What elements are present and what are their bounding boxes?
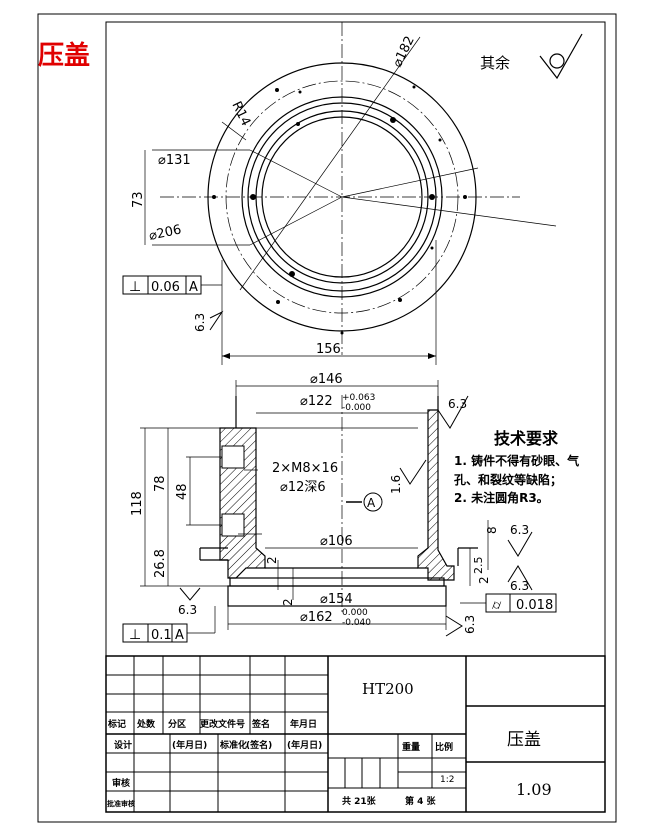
top-tolerance-frame xyxy=(122,275,222,295)
tech-req-title: 技术要求 xyxy=(494,429,559,448)
tech-req-line1: 1. 铸件不得有砂眼、气 xyxy=(454,453,579,468)
roughness-inner: 1.6 xyxy=(389,475,403,494)
tb-scale-label: 比例 xyxy=(435,741,453,753)
part-name-red: 压盖 xyxy=(38,40,90,71)
tb-rev-doc: 更改文件号 xyxy=(200,718,245,730)
top-tolerance-symbol: ⊥ xyxy=(129,279,141,295)
dim-d122-lower: -0.000 xyxy=(342,403,371,413)
dim-radius: R14 xyxy=(228,99,253,129)
tb-sheet-no: 第 4 张 xyxy=(405,795,437,807)
tech-req-line3: 2. 未注圆角R3。 xyxy=(454,490,549,505)
top-tolerance-value: 0.06 xyxy=(151,280,180,295)
tb-rev-sign: 签名 xyxy=(251,718,270,730)
dim-2c: 2 xyxy=(477,576,491,584)
dim-78: 78 xyxy=(153,475,168,492)
datum-a-label: A xyxy=(367,496,376,510)
section-tolerance-frame xyxy=(122,606,216,643)
top-roughness-label: 6.3 xyxy=(193,313,207,332)
top-tolerance-datum: A xyxy=(189,280,198,295)
tb-rev-zone: 分区 xyxy=(168,718,186,730)
top-view xyxy=(144,22,557,365)
section-tolerance-value: 0.1 xyxy=(151,628,172,643)
dim-bolt-circle: ⌀182 xyxy=(390,34,418,70)
dim-26-8: 26.8 xyxy=(153,549,168,578)
tb-standard-sign: (签名) xyxy=(246,739,272,751)
dim-d146: ⌀146 xyxy=(310,372,343,387)
dim-156: 156 xyxy=(316,342,341,357)
roughness-remainder-label: 其余 xyxy=(480,54,510,72)
dim-2a: 2 xyxy=(265,556,279,564)
section-roughness-symbols xyxy=(179,395,533,637)
dim-73: 73 xyxy=(131,191,146,208)
dim-2b: 2 xyxy=(281,598,295,606)
top-roughness-symbol xyxy=(209,310,224,331)
roughness-right-side: 6.3 xyxy=(463,615,477,634)
roughness-right-bottom: 6.3 xyxy=(510,579,529,593)
roughness-remainder-symbol xyxy=(539,33,583,80)
tb-scale-value: 1:2 xyxy=(440,775,454,785)
roughness-right-top: 6.3 xyxy=(510,523,529,537)
tb-total-sheets: 共 21张 xyxy=(342,795,377,807)
section-tolerance-datum: A xyxy=(175,628,184,643)
tb-approve: 批准审核 xyxy=(107,799,135,808)
tb-standard-date: (年月日) xyxy=(287,739,322,751)
dim-48: 48 xyxy=(175,483,190,500)
dim-counterbore: ⌀12深6 xyxy=(280,480,326,495)
tb-material: HT200 xyxy=(362,680,414,698)
dim-d162: ⌀162 xyxy=(300,610,333,625)
tb-part-name: 压盖 xyxy=(507,730,541,750)
outer-frame xyxy=(37,13,617,823)
dim-d162-upper: 0.000 xyxy=(342,608,368,618)
tb-rev-mark: 标记 xyxy=(107,718,126,730)
tech-req-line2: 孔、和裂纹等缺陷； xyxy=(454,472,562,487)
runout-frame xyxy=(460,593,557,613)
roughness-left-bottom: 6.3 xyxy=(178,603,197,617)
dim-d106: ⌀106 xyxy=(320,534,353,549)
tb-design-date: (年月日) xyxy=(172,739,207,751)
tb-review: 审核 xyxy=(112,777,130,789)
tb-rev-count: 处数 xyxy=(136,718,156,730)
dim-d206: ⌀206 xyxy=(148,222,183,243)
dim-d122-upper: +0.063 xyxy=(342,393,375,403)
dim-thread: 2×M8×16 xyxy=(272,461,338,476)
dim-d154: ⌀154 xyxy=(320,592,353,607)
tb-standard: 标准化 xyxy=(219,739,247,751)
section-tolerance-symbol: ⊥ xyxy=(129,627,141,643)
runout-value: 0.018 xyxy=(516,598,553,613)
runout-symbol: ⌭ xyxy=(492,598,502,613)
tb-drawing-number: 1.09 xyxy=(516,780,552,799)
dim-d131: ⌀131 xyxy=(158,153,191,168)
tb-weight-label: 重量 xyxy=(402,741,420,753)
dim-d122: ⌀122 xyxy=(300,394,333,409)
dim-2-5: 2.5 xyxy=(472,557,485,575)
dim-d162-lower: -0.040 xyxy=(342,618,371,628)
tb-design: 设计 xyxy=(114,739,132,751)
section-view xyxy=(140,380,489,630)
roughness-top: 6.3 xyxy=(448,397,467,411)
dim-118: 118 xyxy=(130,491,145,516)
title-block xyxy=(105,655,606,813)
tb-rev-date: 年月日 xyxy=(290,718,317,730)
dim-8: 8 xyxy=(485,526,499,534)
